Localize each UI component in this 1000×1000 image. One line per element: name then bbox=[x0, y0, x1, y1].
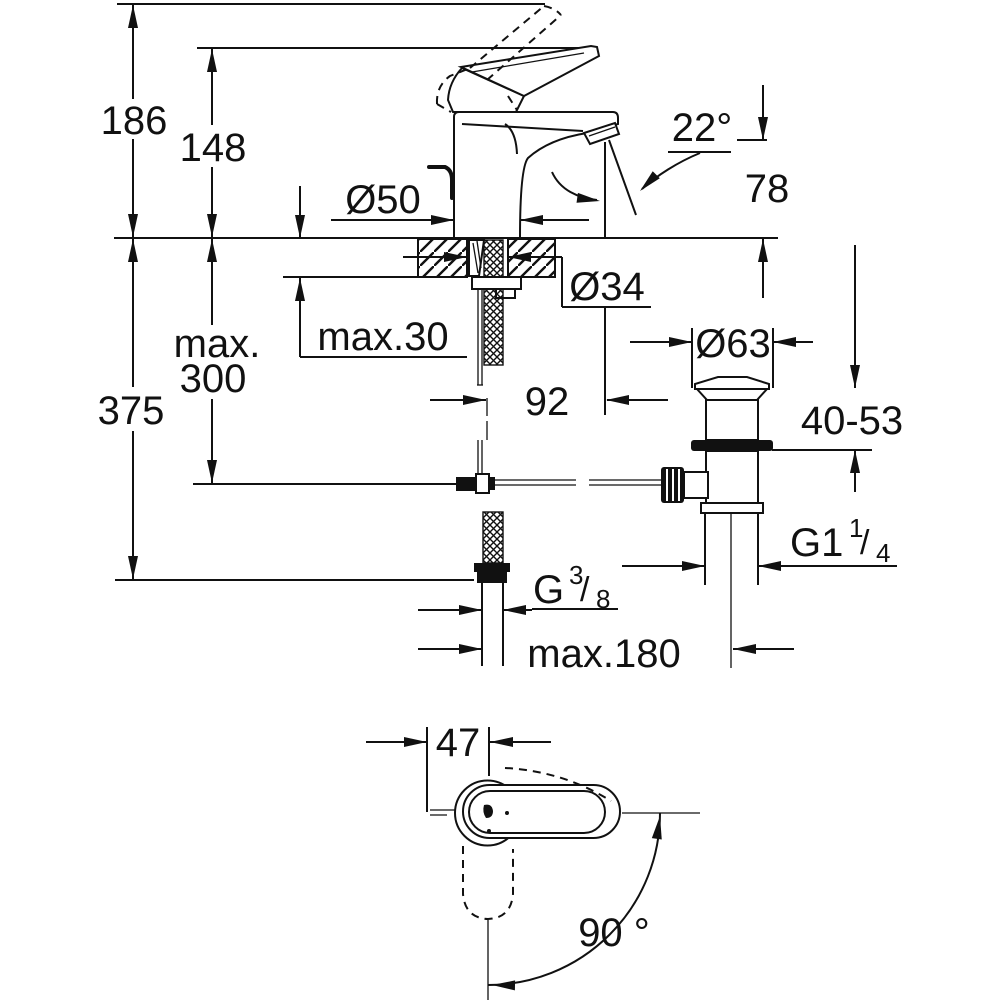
faucet-body bbox=[427, 111, 621, 239]
handle-top bbox=[462, 784, 621, 839]
waste-seal bbox=[691, 440, 773, 451]
svg-text:3: 3 bbox=[569, 560, 583, 590]
pop-up-waste bbox=[661, 376, 773, 668]
lever-handle bbox=[435, 5, 601, 113]
label-backing bbox=[95, 387, 167, 431]
dim-label-swivel-angle: 90 ° bbox=[578, 911, 650, 955]
label-backing bbox=[100, 99, 168, 139]
dim-label-rod-offset: max.180 bbox=[527, 632, 680, 676]
svg-text:G: G bbox=[533, 568, 564, 612]
dim-label-body-height: 148 bbox=[180, 126, 247, 170]
dim-label-hose-depth-2: 300 bbox=[180, 357, 247, 401]
dimension-labels: 186 148 22° 78 Ø50 max.30 Ø34 max. 300 3… bbox=[95, 99, 903, 955]
svg-text:1: 1 bbox=[849, 513, 863, 543]
dim-label-base-diameter: Ø50 bbox=[345, 178, 421, 222]
dim-label-below-depth: 375 bbox=[98, 389, 165, 433]
supply-hose bbox=[474, 288, 510, 666]
hose-coupling-nut bbox=[474, 563, 510, 572]
locknut bbox=[471, 276, 522, 290]
svg-text:4: 4 bbox=[876, 538, 890, 568]
svg-text:G1: G1 bbox=[790, 521, 843, 565]
handle-swivel-position bbox=[462, 846, 514, 921]
threaded-shank bbox=[483, 239, 504, 278]
dim-label-spout-angle: 22° bbox=[672, 106, 733, 150]
handle-raised-position bbox=[469, 5, 545, 69]
svg-text:/: / bbox=[580, 571, 590, 609]
dim-label-drain-thread: G1 1 / 4 bbox=[790, 513, 890, 568]
dim-label-deck-thickness: max.30 bbox=[317, 315, 448, 359]
cartridge-mark bbox=[483, 804, 493, 818]
dim-label-flange-diameter: Ø63 bbox=[695, 322, 771, 366]
dim-label-handle-width: 47 bbox=[436, 721, 481, 765]
dim-label-total-height: 186 bbox=[101, 99, 168, 143]
swivel-arc bbox=[487, 812, 661, 986]
pop-up-rod-junction bbox=[456, 473, 661, 494]
dim-label-hose-depth-1: max. bbox=[174, 322, 261, 366]
top-view bbox=[366, 727, 700, 1000]
pop-up-lever-rod bbox=[427, 165, 454, 200]
svg-text:/: / bbox=[860, 524, 870, 562]
label-backing bbox=[176, 125, 248, 167]
dim-label-supply-thread: G 3 / 8 bbox=[533, 560, 610, 614]
dim-label-hole-diameter: Ø34 bbox=[569, 265, 645, 309]
label-backing bbox=[169, 325, 264, 399]
dim-label-spout-reach: 92 bbox=[525, 380, 570, 424]
svg-text:8: 8 bbox=[596, 584, 610, 614]
dim-label-outlet-height: 78 bbox=[745, 167, 790, 211]
dim-label-clamping-range: 40-53 bbox=[801, 399, 903, 443]
expansion-wedge bbox=[468, 239, 486, 277]
